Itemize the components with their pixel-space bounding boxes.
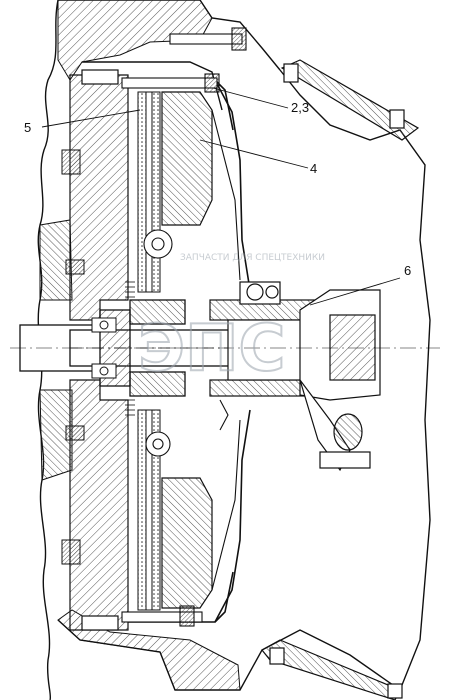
cover-bolts	[121, 27, 247, 627]
watermark-caption: ЗАПЧАСТИ ДЛЯ СПЕЦТЕХНИКИ	[180, 253, 325, 263]
callout-2-3: 2,3	[291, 100, 309, 115]
callout-5: 5	[24, 120, 31, 135]
pilot-bearing	[91, 317, 117, 379]
watermark-logo: ЭПС ЗАПЧАСТИ ДЛЯ СПЕЦТЕХНИКИ	[137, 253, 325, 387]
release-fork	[299, 289, 381, 472]
diaphragm-spring	[211, 109, 241, 591]
watermark-logo-text: ЭПС	[138, 312, 286, 386]
driven-disc	[137, 91, 161, 611]
callout-4: 4	[310, 161, 317, 176]
flywheel-bolts	[61, 149, 85, 565]
flywheel	[69, 69, 129, 631]
callout-6: 6	[404, 263, 411, 278]
leader-lines	[41, 87, 401, 306]
pressure-plate	[161, 91, 213, 609]
housing-sections	[39, 0, 241, 691]
linkage-bottom	[261, 639, 403, 700]
damper-springs	[143, 229, 173, 457]
linkage-arm	[280, 59, 420, 141]
